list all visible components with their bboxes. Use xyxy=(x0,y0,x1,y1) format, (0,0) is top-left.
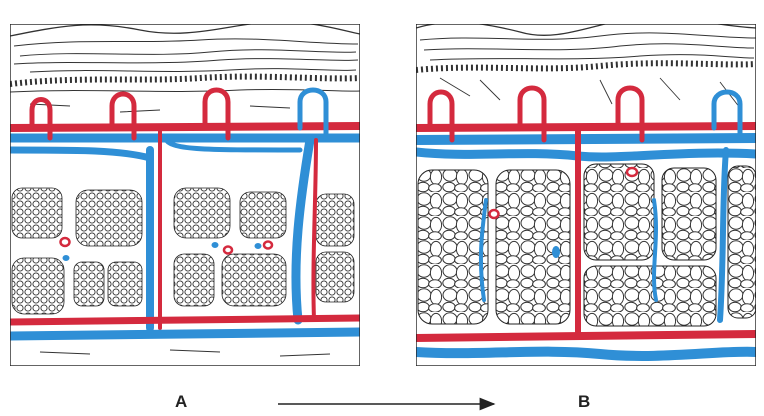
panel-b-fat-lobules xyxy=(418,164,756,326)
panel-a-skin-layer xyxy=(10,22,360,72)
panel-b-label: B xyxy=(578,392,590,412)
panel-a-label: A xyxy=(175,392,187,412)
panel-b-dermal-vessels xyxy=(416,88,756,140)
panel-a-basal-layer xyxy=(10,77,360,112)
panel-a-dermal-vessels xyxy=(10,90,360,138)
panel-a xyxy=(10,22,360,366)
panel-a-subcutis-lines xyxy=(40,350,330,356)
panel-b-basal-layer xyxy=(416,63,756,108)
panel-b xyxy=(416,18,756,366)
